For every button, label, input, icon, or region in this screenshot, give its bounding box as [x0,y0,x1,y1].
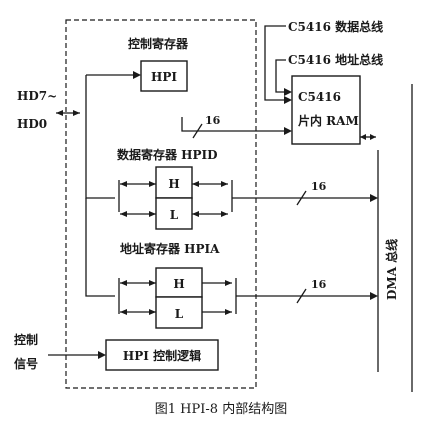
ram-input-width-slash [192,123,203,139]
hpid-l-left-arrowhead-a [120,211,127,217]
hpid-h-right-arrowhead-b [221,181,228,187]
hpid-h-box [155,166,193,199]
control-logic-label: HPI 控制逻辑 [123,348,201,363]
hpid-dma-arrowhead [370,194,378,202]
hpia-h-left-arrowhead-b [149,280,156,286]
data-bus-leader [264,25,286,101]
control-signal-line1: 控制 [14,332,38,347]
control-signal-line2: 信号 [14,356,38,371]
hpia-h-right-arrowhead [225,280,232,286]
address-bus-arrowhead [284,88,292,96]
ram-dma-arrowhead-left [360,134,366,140]
ram-input-width-label: 16 [205,114,221,127]
data-register-title: 数据寄存器 HPID [117,147,218,162]
hd-label-bottom: HD0 [17,117,47,131]
hpid-h-left-arrowhead-a [120,181,127,187]
hpid-h-label: H [168,177,179,191]
hpid-width-slash [296,190,307,206]
hpia-l-right-arrowhead [225,309,232,315]
hpia-l-left-arrowhead-a [120,309,127,315]
data-bus-arrowhead [284,96,292,104]
address-bus-label: C5416 地址总线 [288,52,383,67]
hpia-l-box [155,296,203,329]
dma-bus-label: DMA 总线 [384,239,399,300]
hpia-h-label: H [173,277,184,291]
control-register-title: 控制寄存器 [128,36,189,51]
ram-input-line [181,117,284,132]
hpid-l-left-arrowhead-b [149,211,156,217]
hpid-l-box [155,197,193,230]
internal-bus-bottom [85,198,115,297]
ram-label-line1: C5416 [298,90,341,104]
hpi-boundary [65,19,257,389]
ram-input-arrowhead [284,127,292,135]
hpia-width-label: 16 [311,278,327,291]
ram-dma-arrowhead-right [370,134,376,140]
hpia-l-left-arrowhead-b [149,309,156,315]
hd-label-top: HD7~ [17,89,57,103]
hpia-dma-arrowhead [370,292,378,300]
internal-bus-top [85,75,115,199]
hpid-l-right-arrowhead-b [221,211,228,217]
hpia-h-left-arrowhead-a [120,280,127,286]
control-logic-box [105,339,219,371]
hpia-h-box [155,267,203,298]
hpid-l-right-arrowhead-a [192,211,199,217]
ram-label-line2: 片内 RAM [298,113,359,128]
figure-caption: 图1 HPI-8 内部结构图 [155,401,287,417]
hpi-control-register-box [140,60,188,92]
hpia-width-slash [296,288,307,304]
hpid-l-label: L [170,208,179,222]
address-bus-leader [275,59,286,93]
address-register-title: 地址寄存器 HPIA [120,241,220,256]
hpid-h-left-arrowhead-b [149,181,156,187]
control-signal-arrowhead [98,351,106,359]
hpid-width-label: 16 [311,180,327,193]
internal-bus-hpi-arrowhead [133,71,141,79]
hpi-box-label: HPI [151,70,177,84]
hpid-h-right-arrowhead-a [192,181,199,187]
hd-arrowhead-right [73,110,80,116]
onchip-ram-box [291,75,361,145]
hd-arrowhead-left [56,110,63,116]
hpia-l-label: L [175,307,184,321]
data-bus-label: C5416 数据总线 [288,19,383,34]
